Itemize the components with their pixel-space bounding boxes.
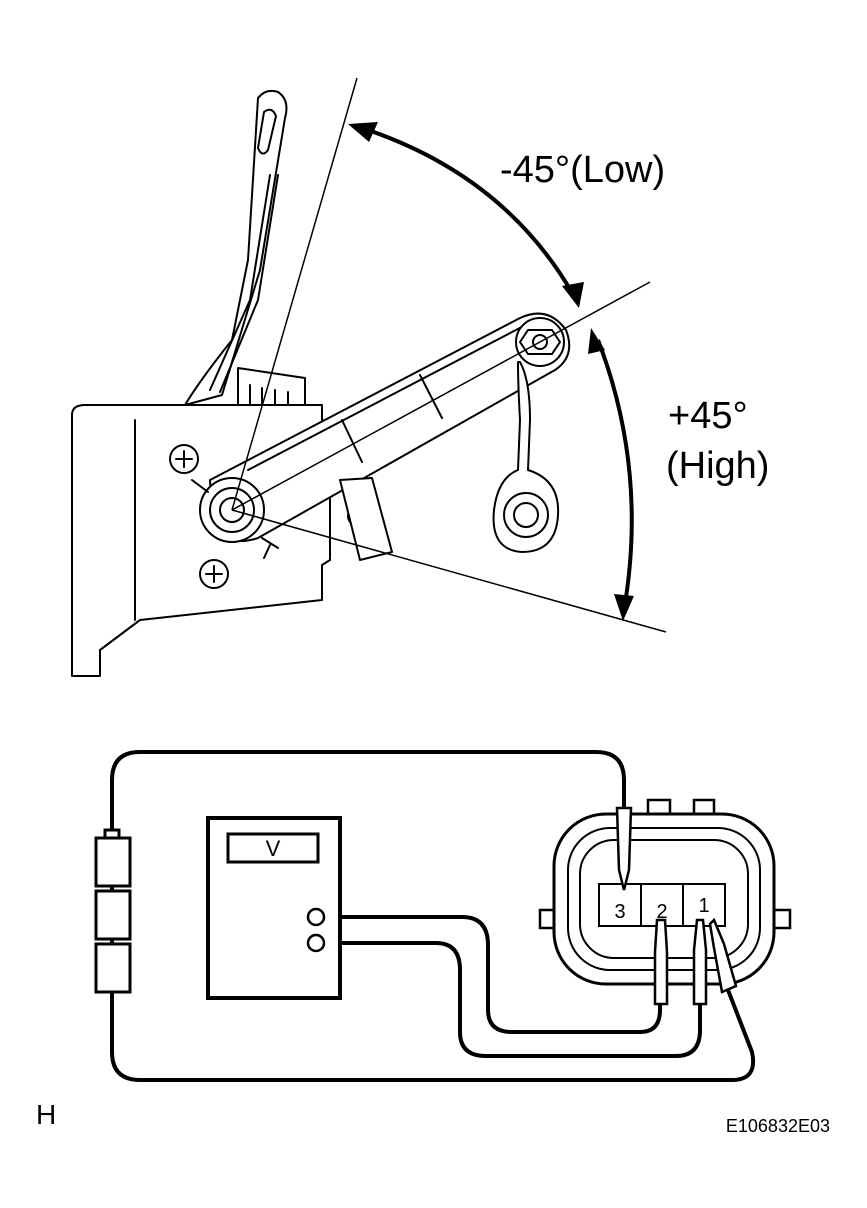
high-angle-label: (High) <box>666 445 769 487</box>
pin-cell-3 <box>598 883 642 927</box>
probe-pin-3 <box>615 806 633 891</box>
probe-pin-2 <box>653 918 669 1006</box>
high-angle-arc <box>596 339 634 611</box>
lever-bracket <box>339 477 393 561</box>
voltmeter: V <box>206 816 342 1000</box>
angle-reference-lines <box>231 77 667 633</box>
voltmeter-lead-negative <box>318 941 702 1058</box>
high-angle-value: +45° <box>668 395 748 437</box>
probe-ground <box>708 917 738 994</box>
low-angle-label: -45°(Low) <box>500 149 665 191</box>
low-angle-arc <box>361 126 576 297</box>
arrowhead-high-bottom <box>614 594 634 621</box>
screw-upper <box>169 444 199 474</box>
voltmeter-lead-positive <box>318 915 662 1034</box>
arrowhead-low-top <box>348 122 378 142</box>
screw-lower <box>199 559 229 589</box>
pin-label-2: 2 <box>656 901 667 923</box>
high-limit-line <box>231 509 667 633</box>
connector-ear-right <box>772 908 792 930</box>
voltmeter-terminal-negative <box>306 933 326 953</box>
arrowhead-high-top <box>588 328 605 354</box>
link-rod <box>492 361 560 553</box>
battery-cell-3 <box>94 942 132 994</box>
figure-code: E106832E03 <box>726 1116 830 1136</box>
pin-label-3: 3 <box>614 901 625 923</box>
voltmeter-display <box>226 832 320 864</box>
voltmeter-label: V <box>266 836 281 861</box>
center-line <box>231 281 651 511</box>
battery-cell-2 <box>94 889 132 941</box>
battery <box>94 828 132 994</box>
probes <box>615 806 738 1006</box>
probe-pin-1 <box>692 918 708 1006</box>
angle-arcs <box>361 126 634 611</box>
voltmeter-terminal-positive <box>306 907 326 927</box>
bracket-arm <box>184 89 288 406</box>
pin-label-1: 1 <box>698 895 709 917</box>
sensor-assembly <box>71 89 571 677</box>
figure-letter: H <box>36 1099 56 1130</box>
lever-pivot <box>191 477 279 559</box>
arrowhead-low-bottom <box>562 282 584 308</box>
connector-ear-left <box>538 908 554 930</box>
angle-arrowheads <box>348 122 634 621</box>
low-limit-line <box>231 77 358 511</box>
battery-cell-1 <box>94 836 132 888</box>
bracket-slot <box>257 108 277 155</box>
bracket-rib <box>209 174 271 391</box>
